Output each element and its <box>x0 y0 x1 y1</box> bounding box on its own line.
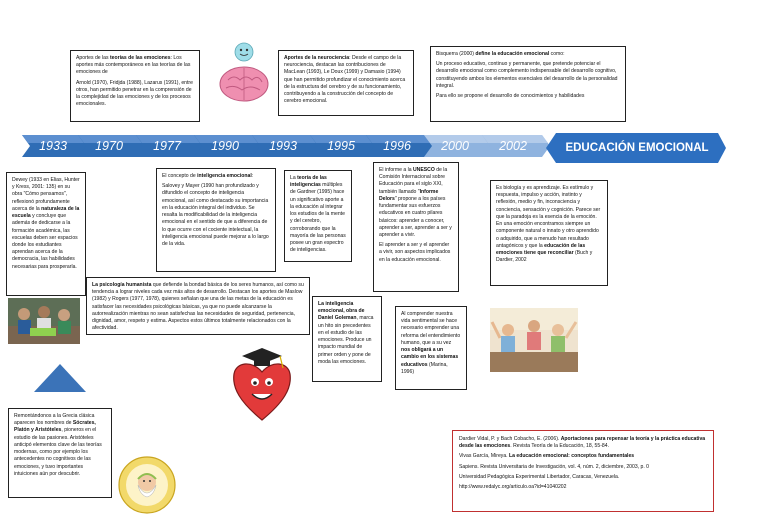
box-1996-unesco: El informe a la UNESCO de la Comisión In… <box>373 162 459 292</box>
reference-2: Vivas García, Mireya. La educación emoci… <box>459 453 635 460</box>
year-arrow-1990: 1990 <box>194 135 262 157</box>
box-grecia: Remontándonos a la Grecia clásica aparec… <box>8 408 112 498</box>
year-arrow-1996: 1996 <box>366 135 434 157</box>
box-1970-emociones: Aportes de las teorías de las emociones:… <box>70 50 200 122</box>
box-1990-inteligencia: El concepto de inteligencia emocional: S… <box>156 168 276 272</box>
reference-link[interactable]: http://www.redalyc.org/articulo.oa?id=41… <box>459 484 567 491</box>
up-arrow-shape <box>32 362 88 394</box>
title-shape <box>546 133 726 163</box>
page-title: EDUCACIÓN EMOCIONAL <box>565 142 709 154</box>
box-1993-neurociencia: Aportes de la neurociencia: Desde el cam… <box>278 50 414 116</box>
year-label: 2002 <box>499 139 527 153</box>
box-2002-biologia: Es biología y es aprendizaje. Es estímul… <box>490 180 608 286</box>
chevron-up-icon <box>34 364 86 392</box>
box-1977-humanista: La psicología humanista que defiende la … <box>86 277 310 335</box>
arrow-shape <box>482 135 550 157</box>
main-title: EDUCACIÓN EMOCIONAL <box>546 133 726 163</box>
classroom-photo <box>490 308 578 372</box>
year-label: 1970 <box>95 139 123 153</box>
students-photo <box>8 298 80 344</box>
arrow-shape <box>252 135 320 157</box>
heart-icon <box>233 348 291 421</box>
box-1933-dewey: Dewey (1933 en Elias, Hunter y Kress, 20… <box>6 172 86 296</box>
brain-icon <box>219 42 269 102</box>
box-2000-bisquerra: Bisquerra (2000) define la educación emo… <box>430 46 626 122</box>
year-label: 1933 <box>39 139 67 153</box>
brain-image <box>216 40 272 104</box>
year-label: 1993 <box>269 139 297 153</box>
reference-4: Universidad Pedagógica Experimental Libe… <box>459 473 620 480</box>
philosopher-seal <box>116 455 178 515</box>
year-label: 1977 <box>153 139 181 153</box>
arrow-shape <box>136 135 204 157</box>
students-image <box>8 298 80 344</box>
reference-1: Dardier Vidal, P. y Bach Cobacho, E. (20… <box>459 436 706 450</box>
year-arrow-1993: 1993 <box>252 135 320 157</box>
references-box: Dardier Vidal, P. y Bach Cobacho, E. (20… <box>452 430 714 512</box>
year-arrow-1995: 1995 <box>310 135 378 157</box>
arrow-shape <box>366 135 434 157</box>
arrow-shape <box>310 135 378 157</box>
box-1993-gardner: La teoría de las inteligencias múltiples… <box>284 170 352 262</box>
year-label: 1990 <box>211 139 239 153</box>
box-1995-goleman: La inteligencia emocional, obra de Danie… <box>312 296 382 382</box>
reference-3: Sapiens. Revista Universitaria de Invest… <box>459 463 649 470</box>
heart-graduate-image <box>228 342 296 426</box>
philosopher-icon <box>118 456 176 514</box>
year-arrow-2000: 2000 <box>424 135 492 157</box>
year-arrow-1977: 1977 <box>136 135 204 157</box>
box-1996-sentimental: Al comprender nuestra vida sentimental s… <box>395 306 467 390</box>
classroom-image <box>490 308 578 372</box>
arrow-shape <box>424 135 492 157</box>
arrow-shape <box>22 135 90 157</box>
year-label: 1996 <box>383 139 411 153</box>
arrow-shape <box>194 135 262 157</box>
arrow-shape <box>78 135 146 157</box>
year-label: 1995 <box>327 139 355 153</box>
year-label: 2000 <box>441 139 469 153</box>
year-arrow-1970: 1970 <box>78 135 146 157</box>
year-arrow-2002: 2002 <box>482 135 550 157</box>
year-arrow-1933: 1933 <box>22 135 90 157</box>
